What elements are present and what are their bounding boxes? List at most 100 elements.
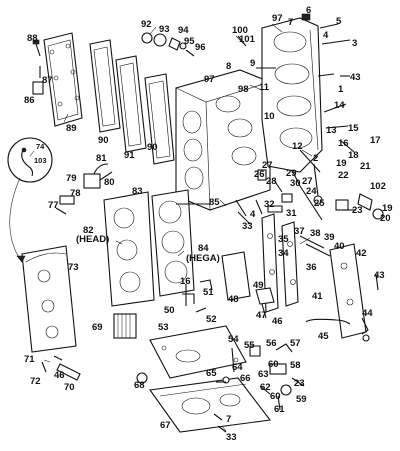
callout-47: 47: [256, 310, 267, 321]
filter-69: [113, 313, 137, 339]
callout-11: 11: [259, 82, 270, 93]
callout-15: 15: [348, 123, 359, 134]
callout-4a: 4: [323, 30, 329, 41]
adapter-plate-53: [149, 325, 247, 379]
callout-35: 35: [278, 234, 289, 245]
callout-29: 29: [286, 168, 297, 179]
exhaust-cover-89: [43, 32, 83, 127]
bracket-85: [176, 199, 283, 225]
callout-71: 71: [24, 354, 35, 365]
cylinder-block: [175, 69, 271, 211]
plug-86: [32, 81, 44, 95]
callout-73: 73: [68, 262, 79, 273]
callout-62: 62: [260, 382, 271, 393]
callout-13: 13: [326, 125, 337, 136]
callout-70: 70: [64, 382, 75, 393]
callout-52: 52: [206, 314, 217, 325]
callout-86: 86: [24, 95, 35, 106]
right-middle-parts: [255, 149, 384, 221]
callout-36: 36: [306, 262, 317, 273]
callout-51: 51: [203, 287, 214, 298]
callout-83: 83: [132, 186, 143, 197]
callout-37: 37: [294, 226, 305, 237]
middle-small-parts: [182, 251, 275, 319]
callout-40: 40: [334, 241, 345, 252]
callout-14: 14: [334, 100, 345, 111]
gasket-plate-90a: [89, 39, 121, 133]
callout-54: 54: [228, 334, 239, 345]
callout-3: 3: [352, 38, 357, 49]
callout-hega: (HEGA): [186, 253, 220, 264]
right-rails: [261, 213, 379, 339]
callout-64: 64: [232, 362, 243, 373]
pipe-45: [305, 318, 351, 325]
callout-45: 45: [318, 331, 329, 342]
callout-67: 67: [160, 420, 171, 431]
callout-79: 79: [66, 173, 77, 184]
callout-17: 17: [370, 135, 381, 146]
bolt-88: [32, 39, 41, 57]
arrow-head: [16, 255, 26, 263]
callout-77: 77: [48, 200, 59, 211]
callout-50: 50: [164, 305, 175, 316]
sensor-assembly: [55, 163, 113, 215]
callout-27b: 27: [302, 176, 313, 187]
callout-23b: 23: [294, 378, 305, 389]
callout-6: 6: [306, 5, 311, 16]
callout-19a: 19: [336, 158, 347, 169]
bottom-bolts: [213, 413, 227, 433]
callout-103: 103: [34, 156, 47, 165]
callout-34: 34: [278, 248, 289, 259]
callout-82: 82: [83, 225, 94, 236]
callout-19b: 19: [382, 203, 393, 214]
bottom-left-parts: [41, 355, 148, 384]
callout-22: 22: [338, 170, 349, 181]
gasket-plate-91: [115, 55, 147, 153]
callout-7b: 7: [226, 414, 231, 425]
callout-61: 61: [274, 404, 285, 415]
callout-23a: 23: [352, 205, 363, 216]
callout-46a: 46: [272, 316, 283, 327]
callout-30: 30: [290, 178, 301, 189]
callout-38: 38: [310, 228, 321, 239]
right-edge-parts: [340, 75, 370, 342]
callout-93: 93: [159, 24, 170, 35]
bottom-plate-67: [149, 377, 272, 433]
callout-92: 92: [141, 19, 152, 30]
callout-41: 41: [312, 291, 323, 302]
callout-101: 101: [239, 34, 256, 45]
callout-85: 85: [209, 197, 220, 208]
callout-90b: 90: [147, 142, 158, 153]
callout-78: 78: [70, 188, 81, 199]
callout-27a: 27: [262, 160, 273, 171]
gasket-plate-90b: [144, 73, 175, 165]
callout-95: 95: [184, 36, 195, 47]
callout-81: 81: [96, 153, 107, 164]
callout-87: 87: [42, 75, 53, 86]
callout-7a: 7: [288, 17, 293, 28]
callout-18: 18: [348, 150, 359, 161]
callout-28: 28: [266, 176, 277, 187]
callout-33b: 33: [226, 432, 237, 443]
arrow-leader: [9, 177, 23, 263]
callout-46b: 46: [54, 370, 65, 381]
callout-10: 10: [264, 111, 275, 122]
crankcase: [261, 17, 323, 173]
callout-4b: 4: [250, 209, 256, 220]
callout-97a: 97: [272, 13, 283, 24]
callout-12: 12: [292, 141, 303, 152]
callout-72: 72: [30, 376, 41, 387]
callout-94: 94: [178, 25, 189, 36]
callout-100: 100: [232, 25, 248, 36]
callout-96: 96: [195, 42, 206, 53]
callout-labels: 88 87 86 89 90 91 90 92 93 94 95 96 100 …: [24, 5, 393, 443]
callout-90a: 90: [98, 135, 109, 146]
callout-58: 58: [290, 360, 301, 371]
head-gasket-84: [151, 189, 195, 297]
callout-49: 49: [253, 280, 264, 291]
callout-43b: 43: [374, 270, 385, 281]
callout-66: 66: [240, 373, 251, 384]
callout-74: 74: [36, 142, 45, 151]
leader-lines: [29, 23, 313, 432]
